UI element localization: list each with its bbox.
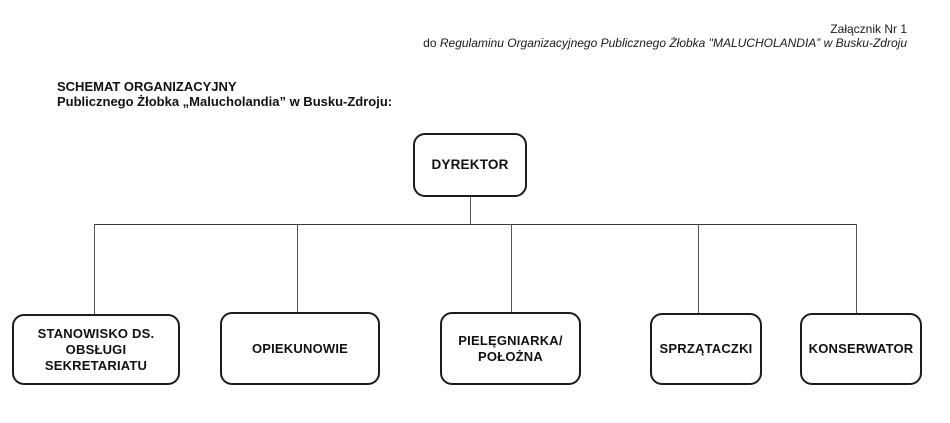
org-node-pielegniarka-label: PIELĘGNIARKA/ POŁOŻNA: [458, 332, 563, 364]
attachment-note-line1: Załącznik Nr 1: [830, 22, 907, 36]
page-title-line2: Publicznego Żłobka „Malucholandia” w Bus…: [57, 94, 393, 109]
org-node-opiekunowie: OPIEKUNOWIE: [220, 312, 380, 385]
connector-drop-konserwator: [856, 224, 857, 313]
connector-horizontal-bar: [94, 224, 857, 225]
org-node-dyrektor-label: DYREKTOR: [431, 157, 509, 172]
page-title-line1: SCHEMAT ORGANIZACYJNY: [57, 79, 237, 94]
connector-drop-sprzataczki: [698, 224, 699, 313]
connector-drop-opiekunowie: [297, 224, 298, 312]
attachment-note-line2-prefix: do: [423, 36, 440, 50]
page-title: SCHEMAT ORGANIZACYJNY Publicznego Żłobka…: [57, 79, 392, 109]
org-node-konserwator: KONSERWATOR: [800, 313, 922, 385]
attachment-note-line2: do Regulaminu Organizacyjnego Publiczneg…: [423, 36, 907, 50]
org-node-sprzataczki-label: SPRZĄTACZKI: [659, 341, 753, 356]
org-node-stanowisko-ds-obslugi-sekretariatu: STANOWISKO DS. OBSŁUGI SEKRETARIATU: [12, 314, 180, 385]
org-node-pielegniarka-polozna: PIELĘGNIARKA/ POŁOŻNA: [440, 312, 581, 385]
org-node-sprzataczki: SPRZĄTACZKI: [650, 313, 762, 385]
org-node-opiekunowie-label: OPIEKUNOWIE: [251, 340, 349, 356]
attachment-note-line2-regulation-name: Regulaminu Organizacyjnego Publicznego Ż…: [439, 36, 907, 50]
connector-root-stem: [470, 197, 471, 225]
org-node-stanowisko-label: STANOWISKO DS. OBSŁUGI SEKRETARIATU: [37, 325, 155, 373]
connector-drop-pielegniarka: [511, 224, 512, 312]
attachment-note: Załącznik Nr 1 do Regulaminu Organizacyj…: [423, 22, 907, 50]
org-node-konserwator-label: KONSERWATOR: [808, 341, 914, 356]
connector-drop-sekretariat: [94, 224, 95, 314]
org-node-dyrektor: DYREKTOR: [413, 133, 527, 197]
